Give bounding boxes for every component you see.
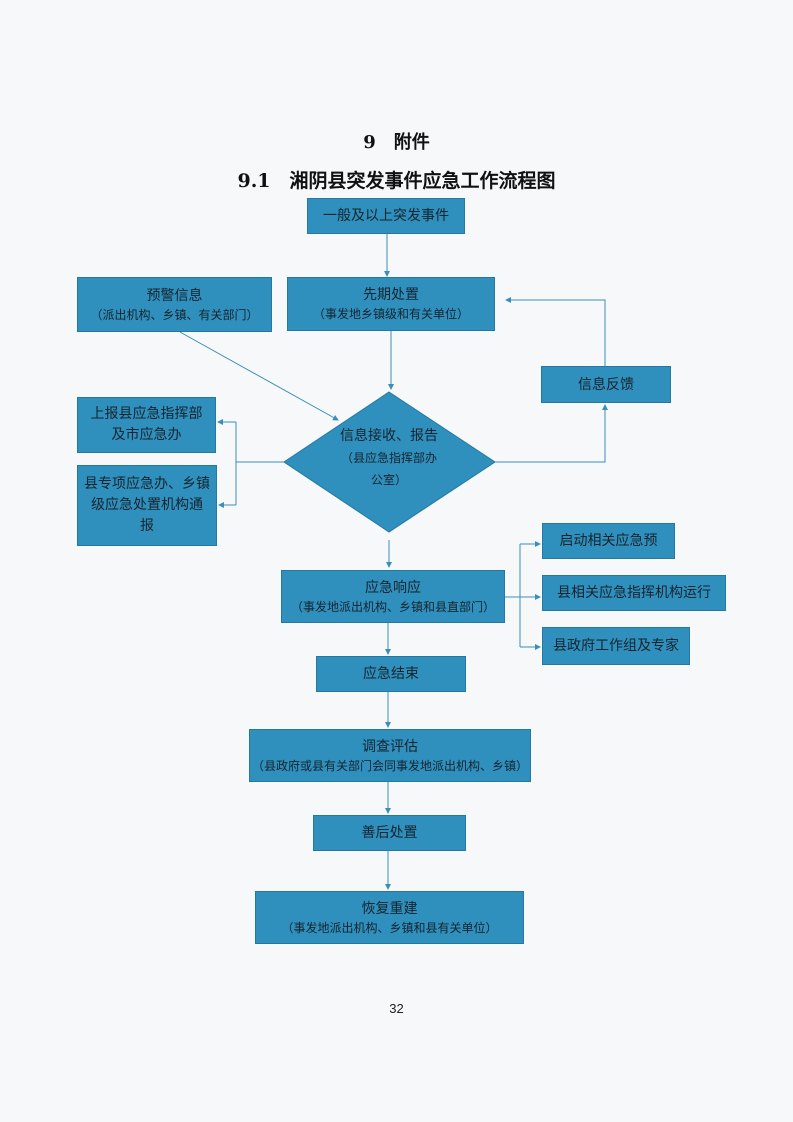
node-subtitle: （派出机构、乡镇、有关部门） xyxy=(90,307,259,322)
node-report: 信息接收、报告 （县应急指挥部办 公室） xyxy=(314,425,464,491)
node-title: 启动相关应急预 xyxy=(559,533,658,549)
node-title: 应急结束 xyxy=(363,666,419,682)
node-title: 县相关应急指挥机构运行 xyxy=(557,585,711,601)
arrow-warning-report xyxy=(179,331,339,421)
node-subtitle: （县应急指挥部办 xyxy=(340,451,437,465)
decision-diamond xyxy=(283,391,496,533)
node-govgroup: 县政府工作组及专家 xyxy=(542,627,690,665)
page-number: 32 xyxy=(389,1001,404,1016)
node-title: 先期处置 xyxy=(363,287,419,303)
node-title: 恢复重建 xyxy=(361,900,418,917)
node-response: 应急响应 （事发地派出机构、乡镇和县直部门） xyxy=(281,570,505,623)
node-title: 县政府工作组及专家 xyxy=(553,638,679,654)
node-title: 善后处置 xyxy=(361,825,418,841)
node-notify: 县专项应急办、乡镇级应急处置机构通报 xyxy=(77,465,217,546)
node-subtitle: （事发地派出机构、乡镇和县有关单位） xyxy=(281,920,498,935)
node-feedback: 信息反馈 xyxy=(541,366,671,403)
node-event: 一般及以上突发事件 xyxy=(307,198,465,234)
node-title: 信息接收、报告 xyxy=(340,428,438,444)
node-title: 一般及以上突发事件 xyxy=(323,208,449,224)
node-warning: 预警信息 （派出机构、乡镇、有关部门） xyxy=(77,277,272,332)
node-aftermath: 善后处置 xyxy=(313,815,466,851)
node-title: 应急响应 xyxy=(365,579,421,596)
node-rebuild: 恢复重建 （事发地派出机构、乡镇和县有关单位） xyxy=(255,891,524,944)
node-line: 县专项应急办、乡镇 xyxy=(84,476,210,492)
node-subtitle: （事发地乡镇级和有关单位） xyxy=(312,307,469,321)
node-line: 级应急处置机构通 xyxy=(91,497,203,513)
node-title: 预警信息 xyxy=(146,287,203,304)
node-subtitle: 公室） xyxy=(370,473,407,487)
node-subtitle: （县政府或县有关部门会同事发地派出机构、乡镇） xyxy=(251,758,528,773)
node-line: 及市应急办 xyxy=(111,427,182,443)
flowchart-title: 9.1 湘阴县突发事件应急工作流程图 xyxy=(237,170,556,192)
node-line: 上报县应急指挥部 xyxy=(90,406,203,422)
node-investigate: 调查评估 （县政府或县有关部门会同事发地派出机构、乡镇） xyxy=(249,729,531,782)
arrow-feedback-initial xyxy=(505,297,606,366)
arrow-report-feedback xyxy=(495,404,608,463)
node-end: 应急结束 xyxy=(316,656,466,692)
node-command: 县相关应急指挥机构运行 xyxy=(542,575,726,611)
node-line: 报 xyxy=(140,518,154,534)
node-title: 调查评估 xyxy=(362,738,418,755)
node-plan: 启动相关应急预 xyxy=(542,523,675,559)
section-heading: 9 附件 xyxy=(363,132,430,153)
node-upreport: 上报县应急指挥部及市应急办 xyxy=(77,397,216,453)
node-title: 信息反馈 xyxy=(578,376,634,393)
node-subtitle: （事发地派出机构、乡镇和县直部门） xyxy=(290,599,495,614)
node-initial: 先期处置 （事发地乡镇级和有关单位） xyxy=(287,277,495,331)
